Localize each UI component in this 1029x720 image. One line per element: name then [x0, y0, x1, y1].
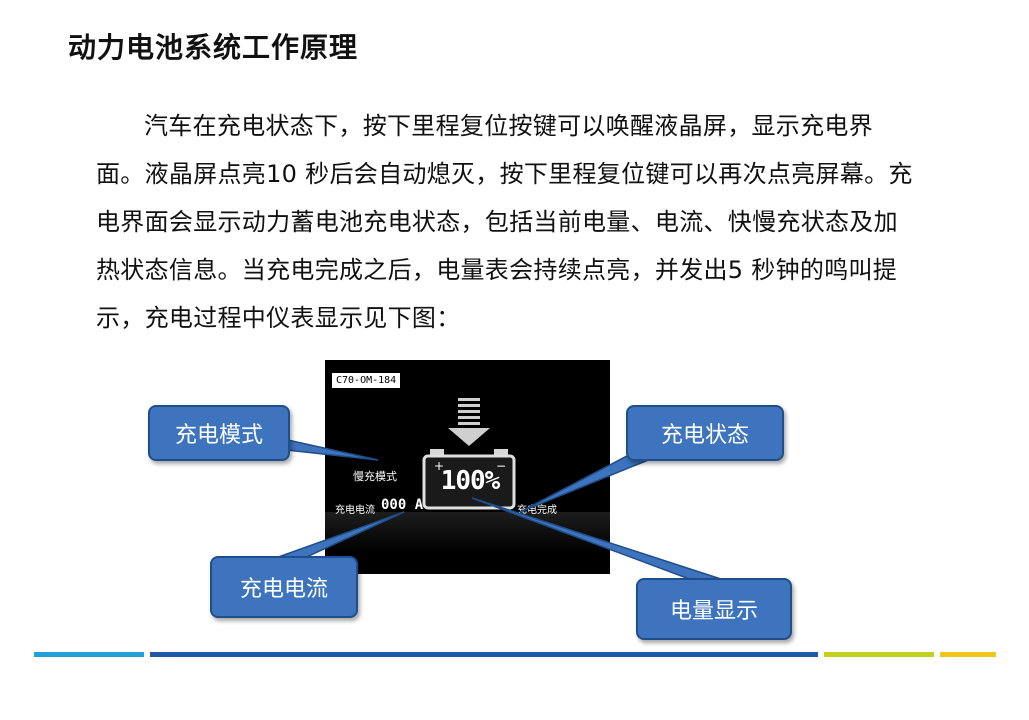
charging-arrow-icon — [448, 398, 490, 446]
pointer-energy — [471, 497, 725, 581]
battery-icon: + − — [422, 398, 516, 510]
footer-bar-segment — [940, 652, 996, 657]
footer-bar-segment — [824, 652, 934, 657]
battery-minus: − — [496, 459, 506, 473]
battery-plus: + — [434, 459, 444, 473]
footer-bar-segment — [150, 652, 818, 657]
callout-charge-status: 充电状态 — [626, 405, 784, 461]
pointer-current — [269, 511, 405, 561]
lcd-current-label: 充电电流 — [335, 505, 375, 516]
footer-bar-segment — [34, 652, 144, 657]
lcd-mode-text: 慢充模式 — [353, 470, 397, 483]
callout-energy-display: 电量显示 — [636, 578, 792, 640]
figure-code: C70-OM-184 — [332, 373, 401, 388]
lcd-current-value: 000 A — [381, 497, 424, 513]
lcd-status-text: 充电完成 — [517, 505, 557, 516]
instrument-display-photo: C70-OM-184 + − 100% 慢充模式 充电电流 000 A 充电完成 — [325, 360, 610, 574]
battery-percent: 100% — [440, 466, 501, 496]
callout-charge-current: 充电电流 — [210, 556, 358, 618]
slide-title: 动力电池系统工作原理 — [68, 31, 359, 64]
body-paragraph: 汽车在充电状态下，按下里程复位按键可以唤醒液晶屏，显示充电界面。液晶屏点亮10 … — [96, 112, 913, 332]
callout-charge-mode: 充电模式 — [148, 405, 290, 461]
